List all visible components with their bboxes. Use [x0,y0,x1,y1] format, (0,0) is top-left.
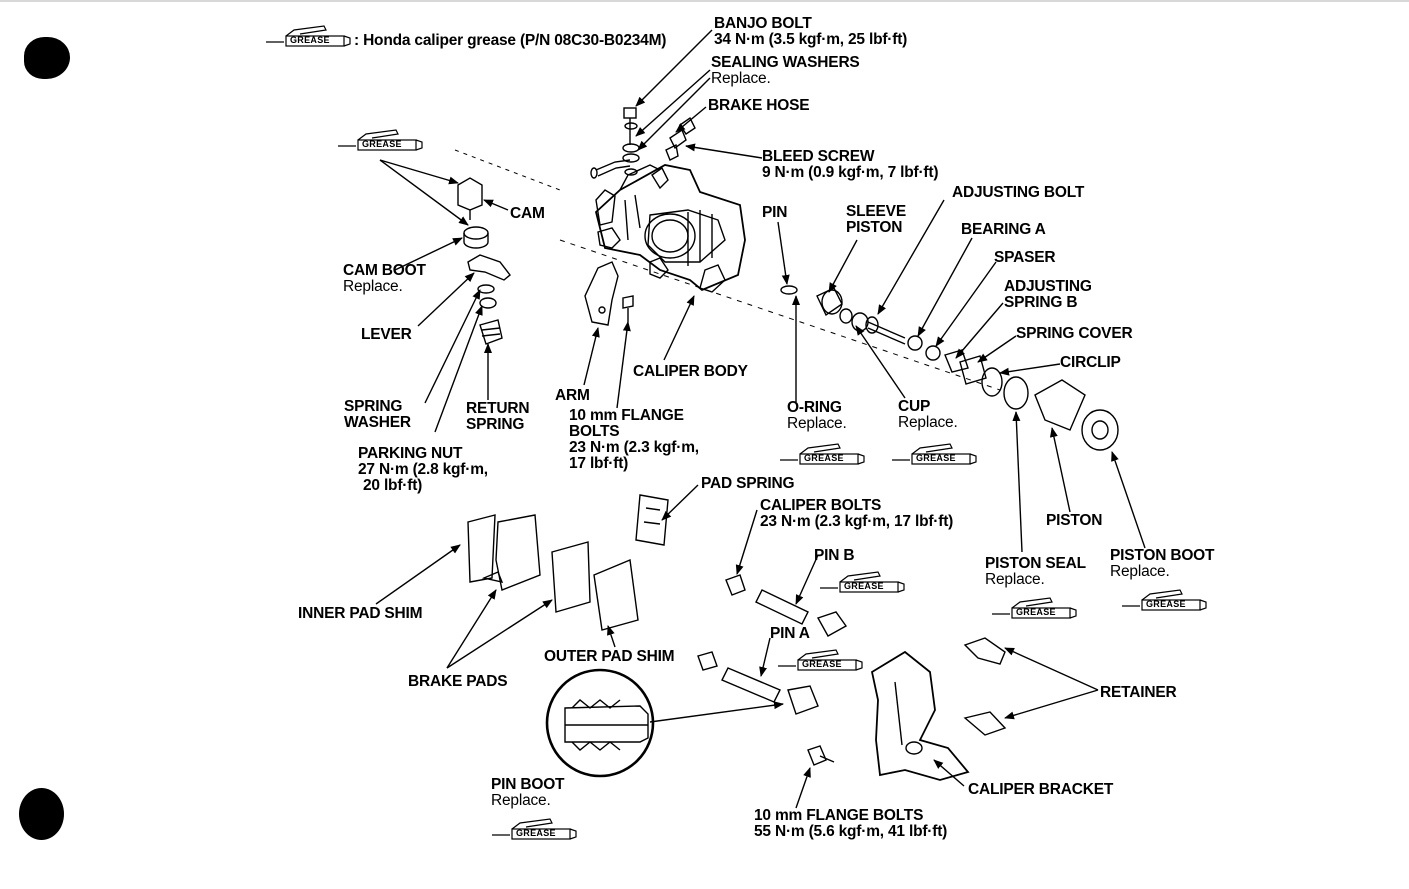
label-caliper-bracket: CALIPER BRACKET [968,781,1114,798]
top-border [0,0,1409,2]
pins-drawing [697,574,848,715]
grease-icon: GREASE [990,594,1078,620]
bleed-screw-drawing [665,116,696,161]
grease-icon: GREASE [778,440,866,466]
label-spaser: SPASER [994,249,1056,266]
label-adjusting-bolt: ADJUSTING BOLT [952,184,1085,201]
piston-parts-drawing [780,285,1119,451]
label-piston-boot: PISTON BOOT Replace. [1110,547,1215,580]
label-cam: CAM [510,205,545,222]
label-caliper-bolts: CALIPER BOLTS 23 N·m (2.3 kgf·m, 17 lbf·… [760,497,954,530]
grease-icon: GREASE [336,126,424,152]
label-circlip: CIRCLIP [1060,354,1121,371]
grease-icon: GREASE [776,646,864,672]
label-cup: CUP Replace. [898,398,958,431]
label-parking-nut: PARKING NUT 27 N·m (2.8 kgf·m, 20 lbf·ft… [358,445,488,494]
caliper-bracket-drawing [870,650,970,781]
label-pin-boot: PIN BOOT Replace. [491,776,565,809]
label-sleeve-piston: SLEEVE PISTON [846,203,906,236]
corner-mark-top [24,37,70,79]
label-pin: PIN [762,204,788,221]
label-spring-cover: SPRING COVER [1016,325,1133,342]
label-arm: ARM [555,387,590,404]
label-retainer: RETAINER [1100,684,1177,701]
grease-icon-legend: GREASE [264,22,352,48]
label-brake-pads: BRAKE PADS [408,673,508,690]
label-piston: PISTON [1046,512,1103,529]
label-bleed-screw: BLEED SCREW 9 N·m (0.9 kgf·m, 7 lbf·ft) [762,148,939,181]
label-return-spring: RETURN SPRING [466,400,530,433]
label-10mm-flange-bolts-bracket: 10 mm FLANGE BOLTS 55 N·m (5.6 kgf·m, 41… [754,807,948,840]
pin-boot-detail-drawing [545,668,655,778]
label-banjo-bolt: BANJO BOLT 34 N·m (3.5 kgf·m, 25 lbf·ft) [714,15,908,48]
grease-icon: GREASE [818,568,906,594]
pad-spring-drawing [635,494,669,546]
label-pad-spring: PAD SPRING [701,475,795,492]
grease-legend-text: : Honda caliper grease (P/N 08C30-B0234M… [354,32,667,49]
label-sealing-washers: SEALING WASHERS Replace. [711,54,860,87]
label-inner-pad-shim: INNER PAD SHIM [298,605,423,622]
grease-icon: GREASE [890,440,978,466]
cam-stack-drawing [457,177,511,345]
caliper-body-drawing [594,164,746,293]
label-piston-seal: PISTON SEAL Replace. [985,555,1086,588]
label-pin-a: PIN A [770,625,810,642]
label-pin-b: PIN B [814,547,855,564]
label-caliper-body: CALIPER BODY [633,363,748,380]
label-cam-boot: CAM BOOT Replace. [343,262,426,295]
label-bearing-a: BEARING A [961,221,1046,238]
retainers-drawing [963,637,1007,736]
label-outer-pad-shim: OUTER PAD SHIM [544,648,675,665]
grease-icon: GREASE [490,815,578,841]
brake-hose-drawing [590,159,631,179]
leader-arrows [375,29,1146,809]
banjo-bolt-stack-drawing [622,107,640,176]
label-10mm-flange-bolts: 10 mm FLANGE BOLTS 23 N·m (2.3 kgf·m, 17… [569,407,699,472]
label-lever: LEVER [361,326,412,343]
pads-drawing [467,514,639,631]
label-brake-hose: BRAKE HOSE [708,97,810,114]
label-spring-washer: SPRING WASHER [344,398,411,431]
corner-mark-bottom [19,788,64,840]
label-o-ring: O-RING Replace. [787,399,847,432]
arm-drawing [584,261,634,326]
bottom-flange-bolt-drawing [807,745,835,766]
label-adjusting-spring-b: ADJUSTING SPRING B [1004,278,1092,311]
grease-icon: GREASE [1120,586,1208,612]
